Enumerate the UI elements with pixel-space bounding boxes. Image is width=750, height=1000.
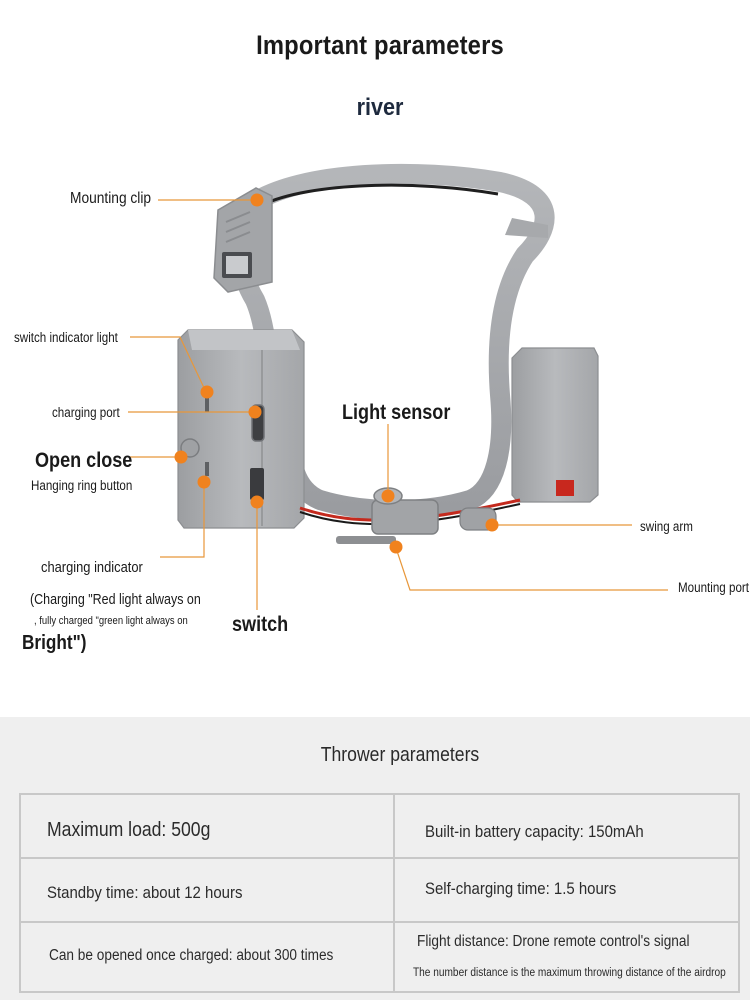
marker-swing-arm <box>485 518 499 532</box>
marker-charging-indicator <box>197 475 211 489</box>
table-cell: Standby time: about 12 hours <box>21 859 395 923</box>
table-cell: Can be opened once charged: about 300 ti… <box>21 923 395 991</box>
label-mounting-clip: Mounting clip <box>70 190 152 207</box>
device-illustration <box>128 163 668 610</box>
label-charging-note-2: , fully charged "green light always on <box>34 615 188 627</box>
label-open-close: Open close <box>35 449 133 472</box>
marker-switch <box>250 495 264 509</box>
product-name: river <box>356 94 404 121</box>
params-title: Thrower parameters <box>320 744 480 766</box>
hook-mechanism <box>336 487 497 544</box>
label-hanging-ring-button: Hanging ring button <box>31 478 133 493</box>
marker-open-close <box>174 450 188 464</box>
label-switch: switch <box>232 613 289 636</box>
label-charging-note-3: Bright") <box>22 632 87 654</box>
marker-charging-port <box>248 405 262 419</box>
marker-mounting-clip <box>250 193 264 207</box>
marker-switch-indicator <box>200 385 214 399</box>
label-swing-arm: swing arm <box>640 519 693 534</box>
thrower-parameters-panel: Thrower parameters Maximum load: 500g Bu… <box>0 717 750 1000</box>
table-cell: Maximum load: 500g <box>21 795 395 859</box>
label-mounting-port: Mounting port <box>678 580 750 595</box>
params-table: Maximum load: 500g Built-in battery capa… <box>19 793 740 993</box>
table-cell: Self-charging time: 1.5 hours <box>395 859 738 923</box>
label-light-sensor: Light sensor <box>342 401 451 424</box>
label-charging-indicator: charging indicator <box>41 559 143 576</box>
marker-light-sensor <box>381 489 395 503</box>
params-footnote: The number distance is the maximum throw… <box>413 967 726 979</box>
page-title: Important parameters <box>256 30 504 60</box>
callout-markers <box>174 193 499 554</box>
mounting-clip-buckle <box>213 187 273 293</box>
callout-lines <box>128 199 668 610</box>
table-cell: Flight distance: Drone remote control's … <box>413 933 726 979</box>
label-charging-port: charging port <box>52 405 120 420</box>
marker-mounting-port <box>389 540 403 554</box>
control-box <box>177 329 305 529</box>
table-cell: Built-in battery capacity: 150mAh <box>395 795 738 859</box>
label-switch-indicator-light: switch indicator light <box>14 330 118 345</box>
label-charging-note-1: (Charging "Red light always on <box>30 592 201 608</box>
